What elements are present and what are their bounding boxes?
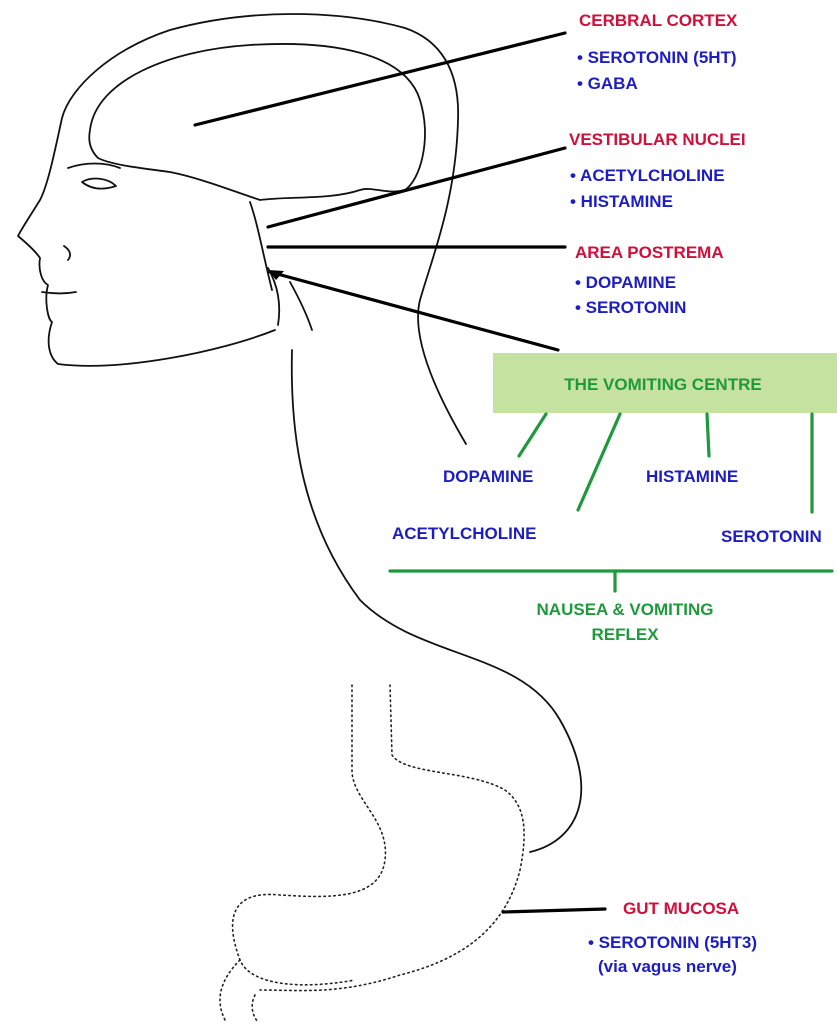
transmitter-acetylcholine: ACETYLCHOLINE — [392, 524, 537, 543]
region-title: GUT MUCOSA — [623, 899, 739, 918]
connector-acetylcholine — [578, 414, 620, 510]
neurotransmitter-item: • GABA — [577, 74, 638, 93]
vagus-nerve-note: (via vagus nerve) — [598, 957, 737, 976]
neurotransmitter-item: • SEROTONIN — [575, 298, 686, 317]
region-vestibular-nuclei: VESTIBULAR NUCLEI • ACETYLCHOLINE • HIST… — [569, 130, 746, 211]
region-gut-mucosa: GUT MUCOSA • SEROTONIN (5HT3) (via vagus… — [588, 899, 757, 976]
neurotransmitter-item: • DOPAMINE — [575, 273, 676, 292]
region-title: AREA POSTREMA — [575, 243, 724, 262]
head-profile-outline — [18, 14, 466, 444]
region-cerebral-cortex: CERBRAL CORTEX • SEROTONIN (5HT) • GABA — [577, 11, 738, 93]
neurotransmitter-item: • ACETYLCHOLINE — [570, 166, 725, 185]
mouth — [42, 292, 76, 294]
region-area-postrema: AREA POSTREMA • DOPAMINE • SEROTONIN — [575, 243, 724, 317]
region-title: CERBRAL CORTEX — [579, 11, 738, 30]
stomach-outline — [233, 685, 525, 991]
duodenum-outline — [220, 960, 258, 1022]
transmitter-serotonin: SEROTONIN — [721, 527, 822, 546]
connector-dopamine — [519, 414, 546, 456]
neurotransmitter-item: • SEROTONIN (5HT) — [577, 48, 737, 67]
transmitter-histamine: HISTAMINE — [646, 467, 738, 486]
connector-histamine — [707, 414, 709, 456]
nostril — [64, 246, 70, 260]
vomiting-centre-label: THE VOMITING CENTRE — [564, 375, 761, 394]
reflex-label-line-2: REFLEX — [591, 625, 659, 644]
eye — [82, 179, 116, 189]
pointer-vestibular-nuclei — [268, 148, 565, 227]
pointer-gut-mucosa — [503, 909, 605, 912]
pointer-vomiting-centre — [270, 272, 558, 350]
pointer-cerebral-cortex — [195, 33, 565, 125]
brain-outline — [89, 44, 425, 200]
region-title: VESTIBULAR NUCLEI — [569, 130, 746, 149]
eyebrow — [68, 164, 120, 169]
neurotransmitter-item: • SEROTONIN (5HT3) — [588, 933, 757, 952]
neurotransmitter-item: • HISTAMINE — [570, 192, 673, 211]
brain-stem-outline — [250, 202, 312, 330]
reflex-label-line-1: NAUSEA & VOMITING — [537, 600, 714, 619]
transmitter-dopamine: DOPAMINE — [443, 467, 533, 486]
